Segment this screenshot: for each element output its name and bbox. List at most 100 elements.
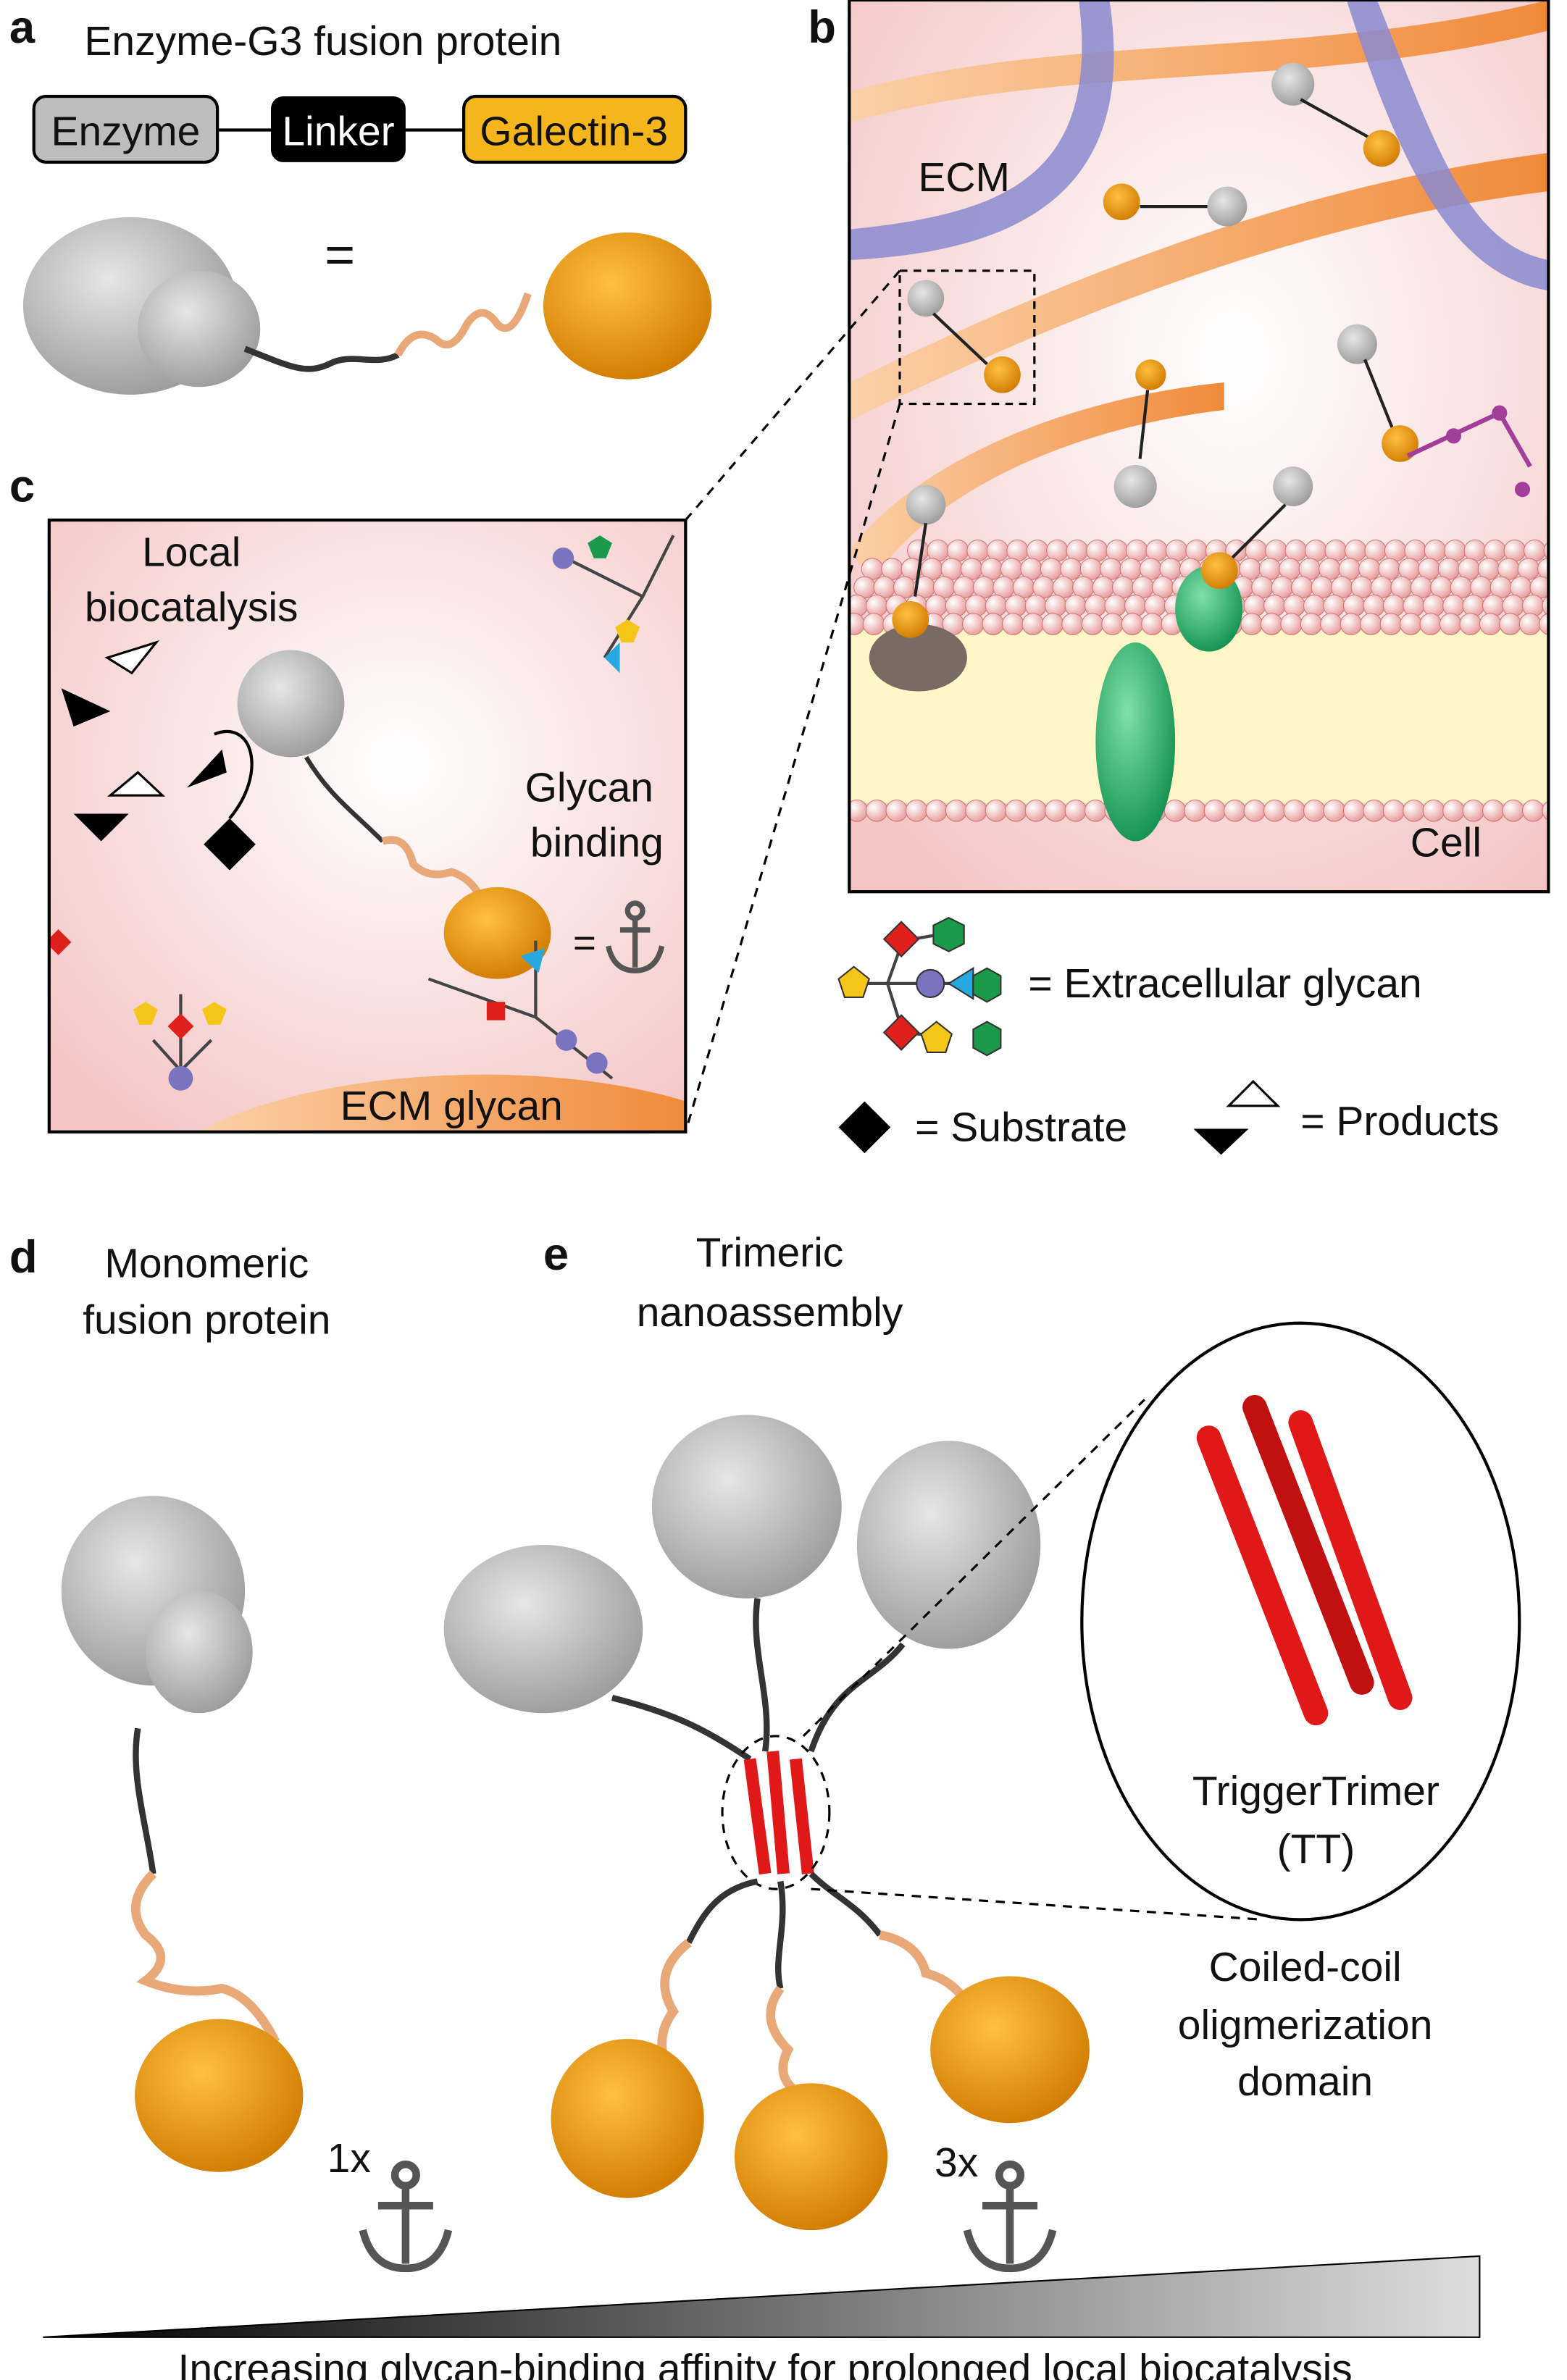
panel-e-title-2: nanoassembly: [637, 1289, 903, 1336]
lipid-head: [965, 799, 987, 822]
membrane-protein: [869, 624, 967, 692]
lipid-head: [862, 613, 885, 635]
transmembrane-protein: [1095, 642, 1176, 842]
triggertrimer-small: [743, 1751, 814, 1875]
lipid-head: [925, 594, 948, 617]
lipid-head: [1005, 799, 1027, 822]
lipid-head: [1521, 594, 1545, 617]
lipid-head: [1419, 613, 1442, 635]
lipid-head: [1363, 799, 1385, 822]
lipid-head: [1479, 613, 1502, 635]
lipid-head: [1518, 613, 1542, 635]
panel-b-label: b: [808, 2, 836, 53]
lipid-head: [1537, 558, 1549, 580]
lipid-head: [962, 613, 985, 635]
linker-strand: [304, 755, 385, 843]
galectin-structure: [734, 2083, 888, 2231]
lipid-head: [1064, 799, 1087, 822]
lipid-head: [1382, 594, 1405, 617]
enzyme-structure: [443, 1544, 643, 1714]
panel-c-scene: [49, 520, 686, 1132]
lipid-head: [1442, 799, 1465, 822]
zoom-connector: [684, 403, 901, 1133]
enzyme-box-label: Enzyme: [51, 109, 200, 155]
glycan-binding-label-2: binding: [530, 820, 664, 866]
lipid-head: [1064, 594, 1087, 617]
substrate-legend-text: = Substrate: [915, 1104, 1127, 1150]
linker-strands: [685, 1871, 882, 1990]
lipid-head: [1104, 594, 1127, 617]
enzyme-structure: [651, 1415, 842, 1598]
lipid-head: [1203, 799, 1227, 822]
panel-e-label: e: [543, 1229, 569, 1280]
anchor-equals: =: [573, 920, 596, 965]
product-icon-open: [1226, 1079, 1281, 1107]
lipid-head: [1061, 613, 1084, 635]
enzyme-structure: [61, 1496, 253, 1714]
panel-d-label: d: [9, 1232, 38, 1283]
lipid-head: [1502, 594, 1525, 617]
lipid-head: [1502, 799, 1525, 822]
glycan-legend-icon: [837, 916, 1002, 1057]
coiled-coil-label-1: Coiled-coil: [1209, 1944, 1402, 1990]
linker-strand: [243, 345, 400, 372]
lipid-head: [1400, 613, 1422, 635]
galectin-structure: [930, 1976, 1090, 2124]
enzyme-box: [32, 94, 220, 164]
galectin-structure: [135, 2019, 304, 2172]
lipid-head: [1243, 799, 1266, 822]
arrow-head-icon: [186, 749, 227, 788]
top-glycan: [565, 535, 675, 659]
lipid-head: [1081, 613, 1104, 635]
lipid-head: [1041, 613, 1064, 635]
ecm-glycan-band: [199, 1074, 686, 1132]
lipid-head: [1403, 594, 1425, 617]
lipid-head: [1340, 613, 1363, 635]
product-icon-open: [106, 771, 166, 797]
tt-label-1: TriggerTrimer: [1192, 1768, 1439, 1814]
lipid-head: [849, 613, 865, 635]
collagen-ribbon: [849, 0, 1114, 261]
fusion-protein: [1113, 359, 1166, 508]
collagen-ribbon: [1346, 0, 1549, 291]
lipid-head: [1360, 613, 1382, 635]
lipid-head: [1442, 594, 1465, 617]
galectin-box-label: Galectin-3: [480, 109, 668, 155]
lipid-head: [1303, 594, 1326, 617]
lipid-head: [1521, 799, 1545, 822]
lipid-head: [1482, 594, 1505, 617]
equals-sign: =: [325, 226, 355, 284]
lipid-head: [1462, 594, 1485, 617]
enzyme-structure: [856, 1441, 1041, 1649]
zoom-region: [898, 269, 1036, 406]
fusion-protein: [1103, 183, 1248, 227]
panel-a-title: Enzyme-G3 fusion protein: [84, 18, 561, 64]
galectin-structure: [543, 232, 712, 380]
ecm-fiber: [849, 153, 1549, 421]
lipid-head: [1045, 799, 1067, 822]
galectin-box: [462, 94, 688, 164]
panel-d-title-2: fusion protein: [83, 1297, 330, 1344]
lipid-head: [1363, 594, 1385, 617]
lipid-head: [1141, 613, 1163, 635]
lipid-head: [1403, 799, 1425, 822]
anchor-icon: [963, 2160, 1057, 2273]
lipid-head: [945, 594, 968, 617]
lipid-head: [1263, 594, 1286, 617]
product-icon-filled: [61, 688, 111, 727]
lipid-head: [1021, 613, 1045, 635]
lipid-head: [1045, 594, 1067, 617]
cell-label: Cell: [1411, 820, 1482, 866]
lipid-head: [1005, 594, 1027, 617]
anchor-icon: [606, 900, 665, 973]
lipid-head: [925, 799, 948, 822]
enzyme-structure: [237, 650, 345, 758]
lipid-head: [1542, 800, 1549, 821]
glycan-binding-label-1: Glycan: [525, 765, 653, 811]
lipid-head: [1382, 799, 1405, 822]
fusion-protein: [892, 485, 946, 638]
enzyme-structure: [22, 217, 261, 395]
lipid-head: [1542, 595, 1549, 616]
product-icon-filled: [73, 813, 129, 842]
